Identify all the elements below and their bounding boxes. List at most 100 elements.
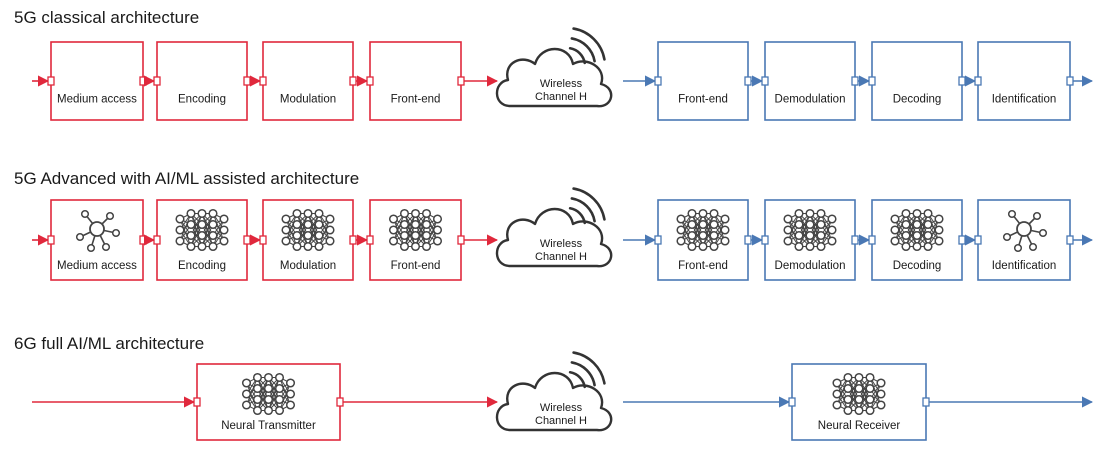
block-label: Front-end [678,260,728,272]
input-port [259,76,267,86]
neural-net-icon [241,372,296,416]
input-port [366,76,374,86]
block-label: Demodulation [775,260,846,272]
block-label: Front-end [678,93,728,105]
wireless-signal-icon [568,27,606,65]
output-port [851,76,859,86]
neural-net-icon [890,208,944,252]
input-port [974,235,982,245]
row-title-advanced: 5G Advanced with AI/ML assisted architec… [14,169,360,188]
receiver-block: Front-end [657,41,749,121]
wireless-signal-icon [568,351,606,389]
input-port [259,235,267,245]
channel-label: Wireless [540,238,583,250]
block-label: Encoding [178,260,226,272]
receiver-block: Demodulation [764,41,856,121]
transmitter-block: Medium access [50,199,144,281]
output-port [958,76,966,86]
transmitter-block: Modulation [262,41,354,121]
neural-net-icon [832,372,886,416]
receiver-block: Front-end [657,199,749,281]
channel-label: Channel H [535,251,587,263]
output-port [744,235,752,245]
receiver-block: Decoding [871,199,963,281]
channel-label: Channel H [535,415,587,427]
output-port [457,76,465,86]
input-port [153,235,161,245]
block-label: Medium access [57,93,137,105]
input-port [366,235,374,245]
output-port [139,76,147,86]
block-label: Decoding [893,260,942,272]
input-port [654,76,662,86]
output-port [922,397,930,407]
output-port [349,235,357,245]
input-port [868,76,876,86]
cloud-icon [495,371,613,432]
wireless-signal-icon [568,187,606,225]
output-port [1066,235,1074,245]
input-port [47,76,55,86]
input-port [193,397,201,407]
neural-net-icon [175,208,229,252]
neural-net-icon [783,208,837,252]
transmitter-block: Encoding [156,199,248,281]
output-port [958,235,966,245]
input-port [761,235,769,245]
input-port [761,76,769,86]
input-port [974,76,982,86]
channel-label: Wireless [540,402,583,414]
block-label: Neural Transmitter [221,420,316,432]
receiver-block: Identification [977,199,1071,281]
block-label: Front-end [391,93,441,105]
channel-label: Channel H [535,91,587,103]
block-label: Encoding [178,93,226,105]
transmitter-block: Medium access [50,41,144,121]
output-port [1066,76,1074,86]
block-label: Decoding [893,93,942,105]
transmitter-block: Modulation [262,199,354,281]
neural-net-icon [676,208,730,252]
receiver-block: Demodulation [764,199,856,281]
row-title-classical: 5G classical architecture [14,8,200,27]
receiver-block: Neural Receiver [791,363,927,441]
block-label: Modulation [280,260,336,272]
graph-icon [1002,209,1048,253]
block-label: Identification [992,93,1057,105]
output-port [457,235,465,245]
transmitter-block: Front-end [369,199,462,281]
output-port [336,397,344,407]
receiver-block: Identification [977,41,1071,121]
transmitter-block: Front-end [369,41,462,121]
cloud-icon [495,207,613,268]
output-port [744,76,752,86]
cloud-icon [495,47,613,108]
input-port [153,76,161,86]
block-label: Front-end [391,260,441,272]
channel-label: Wireless [540,78,583,90]
input-port [788,397,796,407]
transmitter-block: Encoding [156,41,248,121]
neural-net-icon [388,208,443,252]
output-port [349,76,357,86]
output-port [243,76,251,86]
output-port [851,235,859,245]
neural-net-icon [281,208,335,252]
input-port [47,235,55,245]
block-label: Neural Receiver [818,420,901,432]
receiver-block: Decoding [871,41,963,121]
block-label: Modulation [280,93,336,105]
block-label: Medium access [57,260,137,272]
input-port [654,235,662,245]
graph-icon [75,209,121,253]
row-title-6g: 6G full AI/ML architecture [14,334,205,353]
output-port [139,235,147,245]
block-label: Identification [992,260,1057,272]
block-label: Demodulation [775,93,846,105]
transmitter-block: Neural Transmitter [196,363,341,441]
input-port [868,235,876,245]
